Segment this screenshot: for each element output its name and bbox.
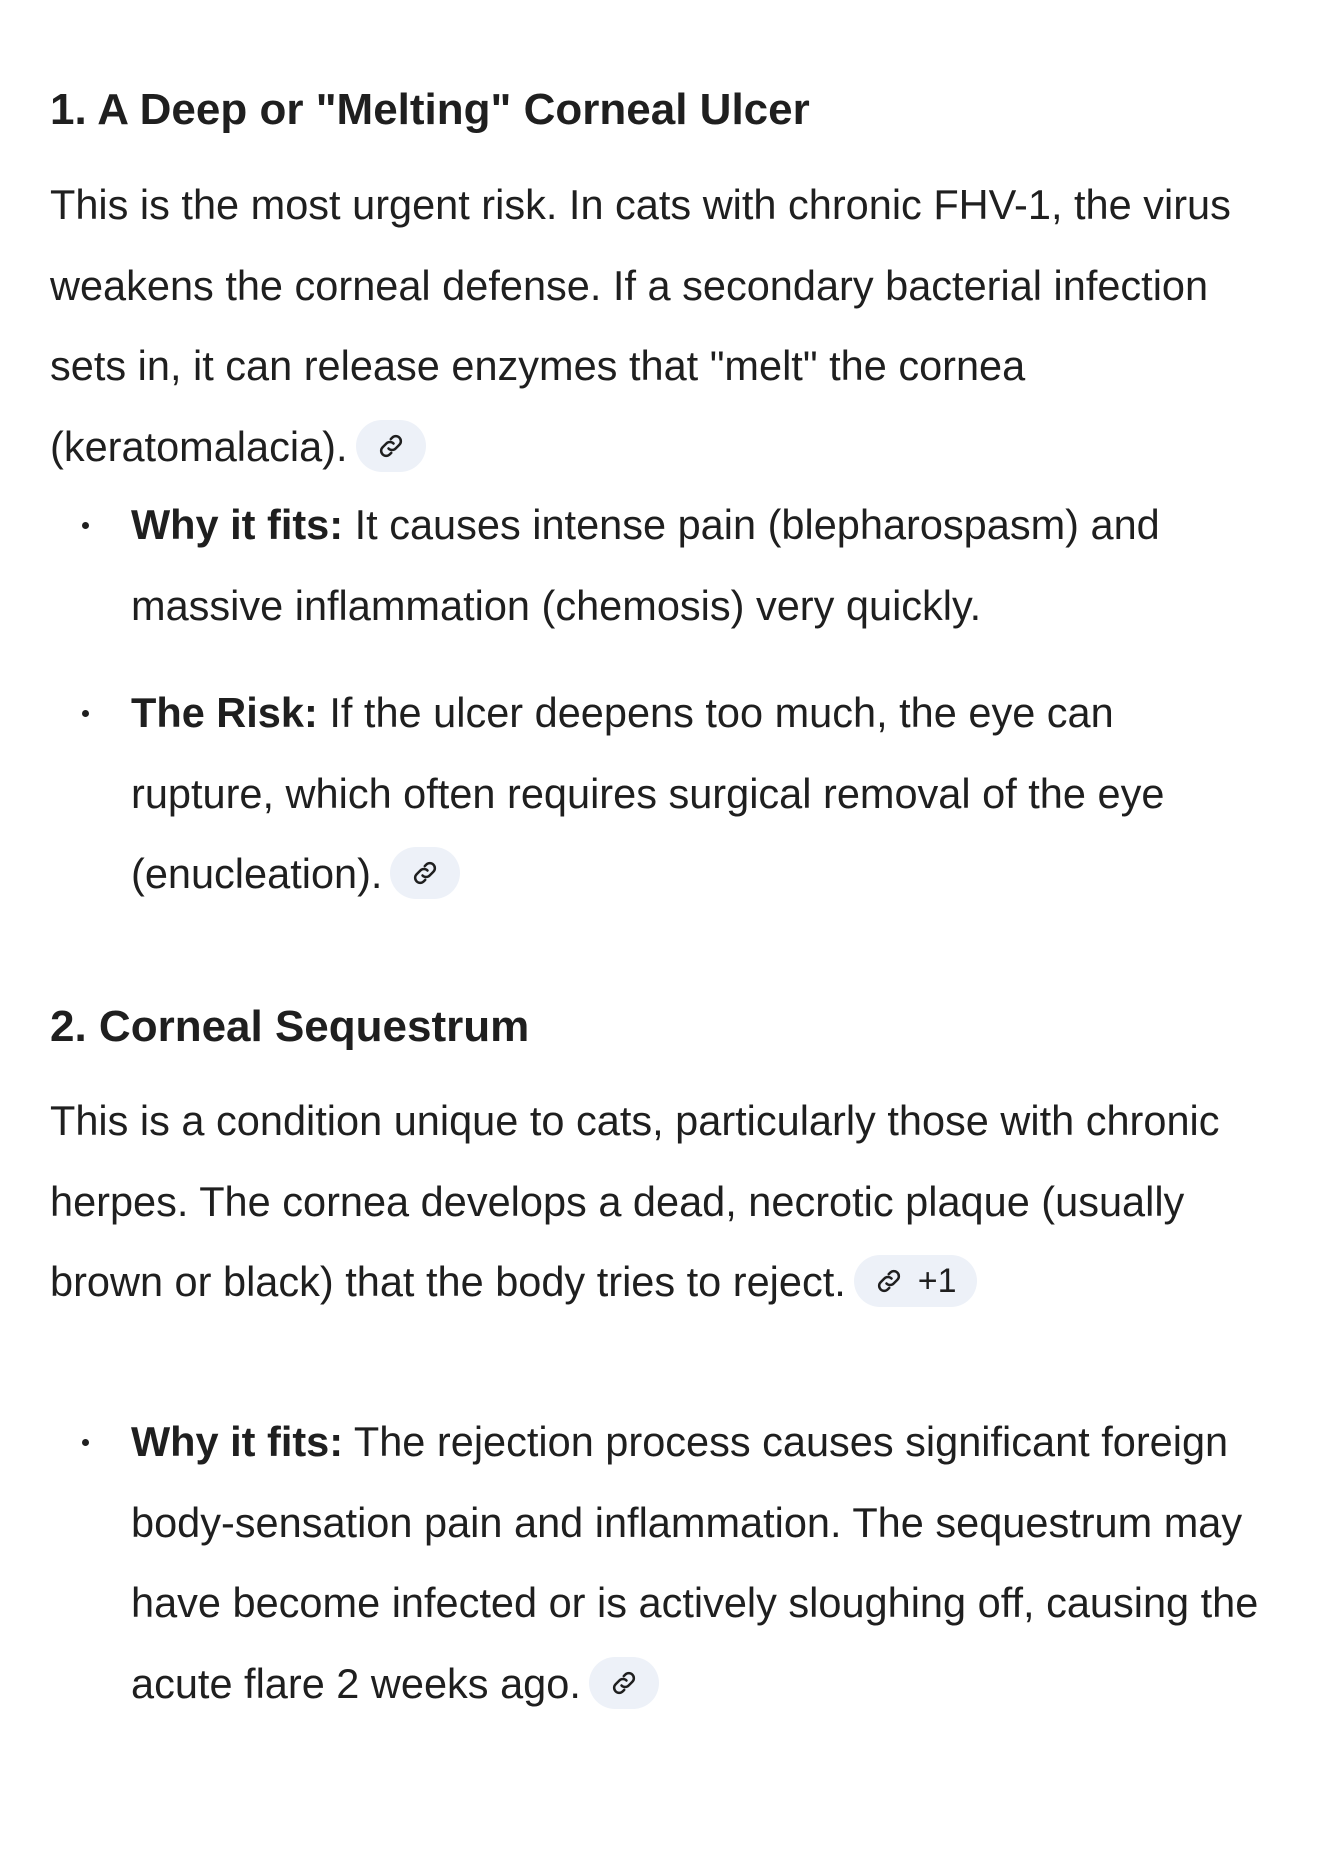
bullet-dot (82, 522, 89, 529)
link-icon (379, 434, 402, 457)
source-count: +1 (917, 1261, 957, 1300)
bullet-label: Why it fits: (131, 501, 344, 548)
source-link-chip[interactable]: +1 (853, 1255, 977, 1308)
source-link-chip[interactable] (390, 847, 461, 900)
source-link-chip[interactable] (355, 419, 426, 472)
source-link-chip[interactable] (588, 1656, 659, 1709)
link-icon (612, 1671, 635, 1694)
bullet-dot (82, 710, 89, 717)
bullet-dot (82, 1439, 89, 1446)
section-heading: 2. Corneal Sequestrum (50, 1002, 530, 1051)
bullet-label: Why it fits: (131, 1418, 344, 1465)
bullet-text: It causes intense pain (blepharospasm) a… (131, 501, 1160, 629)
link-icon (414, 861, 437, 885)
paragraph-text: This is a condition unique to cats, part… (50, 1097, 1220, 1305)
bullet-label: The Risk: (131, 689, 318, 736)
list-item: Why it fits: The rejection process cause… (50, 1402, 1290, 1724)
bullet-text: The rejection process causes significant… (131, 1418, 1259, 1707)
link-icon (877, 1269, 900, 1293)
section-paragraph: This is the most urgent risk. In cats wi… (50, 165, 1280, 487)
paragraph-text: This is the most urgent risk. In cats wi… (50, 181, 1231, 470)
list-item: Why it fits: It causes intense pain (ble… (50, 485, 1250, 646)
list-item: The Risk: If the ulcer deepens too much,… (50, 673, 1250, 915)
bullet-list: Why it fits: The rejection process cause… (50, 1402, 1290, 1751)
section-paragraph: This is a condition unique to cats, part… (50, 1081, 1290, 1323)
section-heading: 1. A Deep or "Melting" Corneal Ulcer (50, 85, 810, 134)
bullet-text: If the ulcer deepens too much, the eye c… (131, 689, 1165, 897)
bullet-list: Why it fits: It causes intense pain (ble… (50, 485, 1250, 942)
